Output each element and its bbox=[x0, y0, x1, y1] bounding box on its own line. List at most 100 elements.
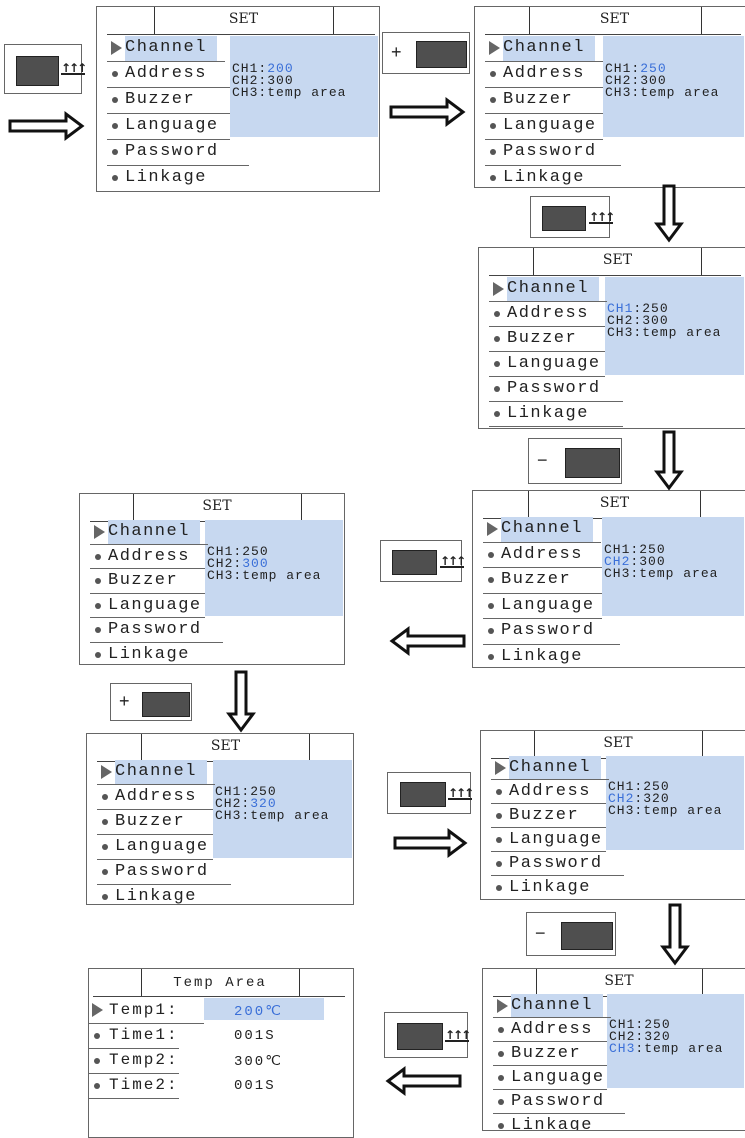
up-key-icon[interactable]: ↑↑↑ bbox=[384, 1012, 471, 1058]
triple-up-arrow-icon: ↑↑↑ bbox=[440, 554, 466, 568]
plus-key-icon[interactable]: + bbox=[110, 683, 192, 721]
bullet-icon bbox=[112, 97, 118, 103]
bullet-icon bbox=[94, 1083, 100, 1089]
channel-label: CH2 bbox=[608, 791, 635, 806]
colon: : bbox=[634, 779, 644, 794]
menu-underline bbox=[489, 326, 605, 327]
screen-title: SET bbox=[599, 11, 630, 27]
menu-underline bbox=[485, 165, 621, 166]
menu-item-label: Buzzer bbox=[125, 90, 196, 109]
menu-item-label: Password bbox=[125, 142, 219, 161]
temp-row-value: 300℃ bbox=[234, 1054, 283, 1070]
bullet-icon bbox=[102, 819, 108, 825]
key-block bbox=[565, 448, 620, 478]
bullet-icon bbox=[498, 1051, 504, 1057]
temp-area-row[interactable]: Time1:001S bbox=[89, 1024, 274, 1049]
colon: : bbox=[635, 1041, 645, 1056]
menu-item-label: Buzzer bbox=[511, 1044, 582, 1063]
menu-underline bbox=[493, 1113, 625, 1114]
channel-value: 300 bbox=[639, 554, 666, 569]
up-key-icon[interactable]: ↑↑↑ bbox=[380, 540, 466, 582]
minus-key-icon[interactable]: − bbox=[528, 438, 622, 484]
channel-line: CH1:250 bbox=[207, 544, 321, 559]
menu-item-label: Language bbox=[507, 354, 601, 373]
up-key-icon[interactable]: ↑↑↑ bbox=[530, 196, 615, 238]
channel-value: temp area bbox=[643, 803, 723, 818]
bullet-icon bbox=[95, 651, 101, 658]
channel-label: CH2 bbox=[207, 556, 234, 571]
menu-item-label: Address bbox=[125, 64, 207, 83]
minus-icon: − bbox=[535, 923, 546, 943]
menu-underline bbox=[107, 113, 230, 114]
menu-underline bbox=[485, 61, 603, 62]
menu-item-label: Buzzer bbox=[501, 570, 572, 589]
header-divider bbox=[133, 494, 134, 521]
bullet-icon bbox=[95, 602, 101, 609]
channel-label: CH1 bbox=[232, 61, 259, 76]
screen-title: SET bbox=[603, 735, 633, 751]
menu-underline bbox=[107, 139, 230, 140]
menu-underline bbox=[107, 191, 249, 192]
menu-item-label: Language bbox=[115, 837, 209, 856]
menu-underline bbox=[489, 301, 607, 302]
channel-label: CH2 bbox=[232, 73, 259, 88]
channel-line: CH3:temp area bbox=[215, 809, 329, 822]
menu-item-label: Channel bbox=[503, 38, 585, 57]
channel-line: CH2:300 bbox=[607, 314, 721, 327]
flow-arrow-left bbox=[385, 1066, 462, 1096]
menu-item-label: Language bbox=[501, 595, 595, 615]
channel-value: 300 bbox=[267, 73, 294, 88]
value-panel bbox=[213, 760, 352, 858]
channel-line: CH3:temp area bbox=[232, 86, 346, 99]
channel-label: CH1 bbox=[609, 1017, 636, 1032]
plus-key-icon[interactable]: + bbox=[382, 32, 470, 74]
menu-underline bbox=[107, 61, 225, 62]
channel-line: CH2:320 bbox=[215, 797, 329, 810]
menu-item-label: Buzzer bbox=[503, 90, 574, 109]
temp-row-label: Temp2: bbox=[109, 1051, 179, 1069]
bullet-icon bbox=[490, 149, 496, 155]
channel-label: CH1 bbox=[207, 544, 234, 559]
channel-label: CH1 bbox=[215, 784, 242, 799]
channel-value: temp area bbox=[644, 1041, 724, 1056]
selector-arrow-icon bbox=[487, 522, 498, 536]
minus-key-icon[interactable]: − bbox=[526, 912, 616, 956]
menu-underline bbox=[491, 779, 609, 780]
temp-area-row[interactable]: Time2:001S bbox=[89, 1074, 274, 1099]
menu-underline bbox=[493, 1065, 607, 1066]
channel-line: CH3:temp area bbox=[608, 803, 723, 818]
temp-area-row[interactable]: Temp1:200℃ bbox=[89, 999, 281, 1024]
up-key-icon[interactable]: ↑↑↑ bbox=[4, 44, 87, 94]
menu-underline bbox=[483, 618, 602, 619]
channel-label: CH1 bbox=[605, 61, 632, 76]
menu-item-label: Address bbox=[501, 544, 583, 564]
bullet-icon bbox=[494, 336, 500, 342]
menu-underline bbox=[97, 834, 213, 835]
colon: : bbox=[633, 325, 643, 340]
menu-underline bbox=[493, 1041, 607, 1042]
up-key-icon[interactable]: ↑↑↑ bbox=[387, 772, 474, 814]
channel-value: temp area bbox=[639, 566, 719, 581]
temp-area-row[interactable]: Temp2: 300℃ bbox=[89, 1049, 281, 1074]
value-panel bbox=[607, 994, 744, 1088]
header-divider bbox=[701, 7, 702, 34]
channel-label: CH1 bbox=[608, 779, 635, 794]
bullet-icon bbox=[102, 894, 108, 900]
key-block bbox=[397, 1023, 443, 1050]
selector-arrow-icon bbox=[489, 41, 500, 55]
channel-line: CH1:250 bbox=[607, 301, 721, 316]
key-block bbox=[142, 692, 190, 717]
bullet-icon bbox=[112, 71, 118, 77]
flow-arrow-down bbox=[654, 184, 684, 243]
menu-item-label: Linkage bbox=[507, 404, 589, 423]
bullet-icon bbox=[496, 813, 502, 819]
menu-item-label: Buzzer bbox=[509, 806, 580, 825]
channel-value: 250 bbox=[642, 301, 669, 316]
screen-title: SET bbox=[602, 252, 633, 268]
